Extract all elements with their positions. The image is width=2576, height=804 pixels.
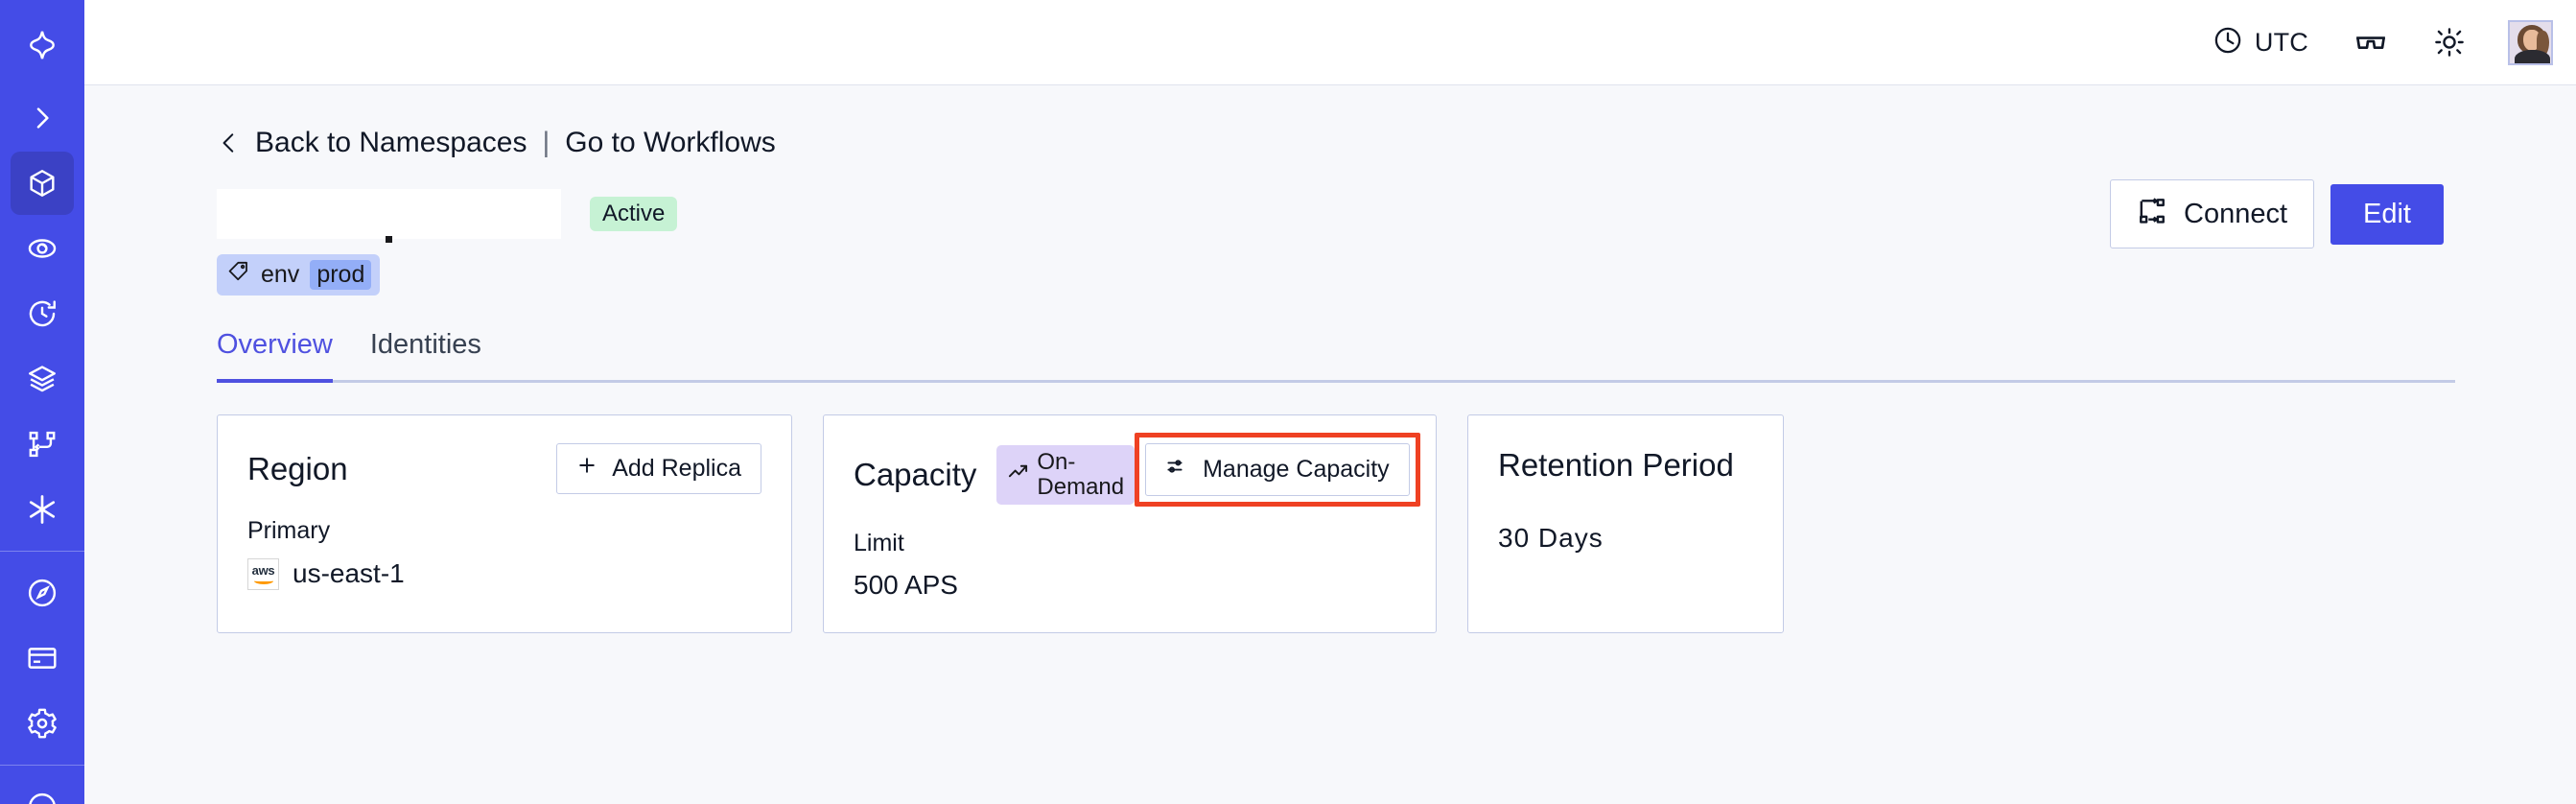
capacity-mode-badge: On-Demand (996, 444, 1136, 506)
tab-identities[interactable]: Identities (369, 329, 481, 360)
sidebar-item-settings[interactable] (11, 692, 74, 755)
tab-list: Overview Identities (217, 329, 2455, 383)
manage-capacity-button[interactable]: Manage Capacity (1145, 442, 1410, 496)
edit-button-label: Edit (2363, 198, 2411, 229)
plus-icon (576, 455, 597, 483)
manage-capacity-highlight: Manage Capacity (1135, 432, 1420, 507)
clock-icon (2213, 25, 2243, 60)
sidebar-item-batch-jobs[interactable] (11, 347, 74, 411)
namespace-tags: env prod (217, 254, 2576, 296)
overview-cards: Region Add Replica (217, 414, 2576, 633)
breadcrumb-back-link[interactable]: Back to Namespaces (255, 127, 527, 158)
breadcrumb-separator: | (542, 127, 550, 158)
retention-card-header: Retention Period (1498, 443, 1753, 487)
aws-logo-icon: aws (247, 558, 279, 591)
primary-sidebar (0, 0, 84, 804)
tab-overview[interactable]: Overview (217, 329, 333, 383)
connect-flow-icon (2137, 196, 2167, 232)
region-card: Region Add Replica (217, 414, 792, 633)
capacity-card-header: Capacity On-Demand (854, 432, 1420, 507)
add-replica-button[interactable]: Add Replica (556, 442, 761, 494)
sidebar-divider-2 (0, 765, 84, 766)
region-card-title: Region (247, 450, 348, 486)
sliders-icon (1165, 455, 1188, 485)
namespace-title-row: Active Connect (217, 179, 2444, 248)
capacity-card-title: Capacity (854, 457, 977, 493)
sidebar-item-help[interactable] (11, 775, 74, 804)
sidebar-item-expand-sidebar[interactable] (11, 86, 74, 150)
capacity-card: Capacity On-Demand (823, 414, 1437, 633)
top-header-bar: UTC (84, 0, 2576, 85)
capacity-limit-label: Limit (854, 529, 904, 556)
sidebar-item-schedules[interactable] (11, 282, 74, 345)
retention-value: 30 Days (1498, 522, 1604, 553)
glasses-icon[interactable] (2353, 24, 2389, 60)
header-actions: Connect Edit (2110, 179, 2444, 248)
tag-value: prod (310, 260, 372, 290)
region-card-action: Add Replica (556, 442, 761, 494)
capacity-card-action: Manage Capacity (1135, 432, 1420, 507)
breadcrumb: Back to Namespaces | Go to Workflows (217, 127, 2576, 159)
sun-icon[interactable] (2433, 26, 2466, 59)
tag-key: env (261, 261, 300, 288)
sidebar-divider-1 (0, 551, 84, 552)
sidebar-item-billing[interactable] (11, 627, 74, 690)
namespace-title-redacted (217, 189, 561, 243)
region-card-header: Region Add Replica (247, 442, 761, 494)
retention-card: Retention Period 30 Days (1467, 414, 1784, 633)
region-value-text: us-east-1 (293, 558, 405, 589)
aws-wordmark: aws (251, 563, 275, 579)
breadcrumb-workflows-link[interactable]: Go to Workflows (565, 127, 776, 158)
sidebar-item-observability[interactable] (11, 217, 74, 280)
region-primary-label: Primary (247, 516, 331, 544)
status-badge: Active (590, 196, 678, 232)
tabs-divider (217, 379, 2455, 383)
trending-up-icon (1007, 461, 1029, 488)
temporal-star-logo-icon[interactable] (11, 13, 74, 77)
manage-capacity-label: Manage Capacity (1203, 455, 1390, 483)
page-content: Back to Namespaces | Go to Workflows Act… (84, 85, 2576, 804)
tag-env[interactable]: env prod (217, 254, 381, 296)
capacity-mode-label: On-Demand (1037, 448, 1125, 500)
region-primary-value: aws us-east-1 (247, 558, 761, 591)
timezone-selector[interactable]: UTC (2213, 25, 2308, 60)
tag-icon (227, 260, 250, 290)
retention-card-title: Retention Period (1498, 447, 1734, 484)
connect-button-label: Connect (2184, 198, 2288, 229)
sidebar-item-nexus[interactable] (11, 478, 74, 541)
capacity-limit-value: 500 APS (854, 570, 958, 601)
chevron-left-icon[interactable] (217, 128, 242, 158)
sidebar-item-workflows[interactable] (11, 413, 74, 476)
edit-button[interactable]: Edit (2330, 183, 2444, 245)
avatar[interactable] (2508, 19, 2553, 65)
sidebar-item-namespaces[interactable] (11, 152, 74, 215)
sidebar-item-usage[interactable] (11, 561, 74, 625)
timezone-label: UTC (2254, 27, 2308, 57)
main-column: UTC (84, 0, 2576, 804)
tabs-section: Overview Identities (84, 329, 2576, 383)
add-replica-label: Add Replica (612, 454, 741, 482)
connect-button[interactable]: Connect (2110, 179, 2315, 248)
